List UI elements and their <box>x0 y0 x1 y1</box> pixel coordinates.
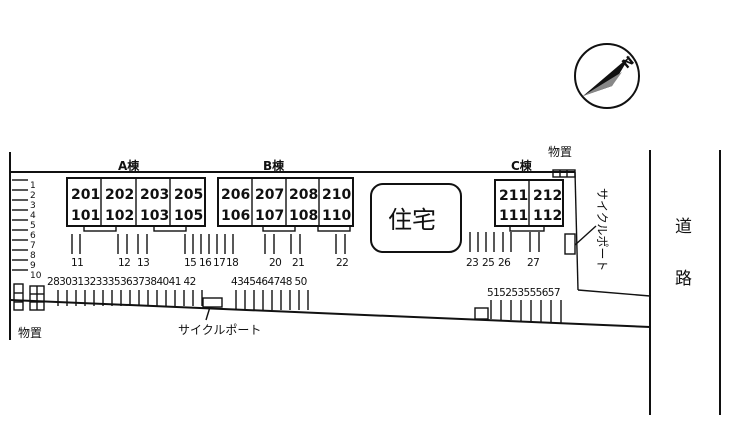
parking-7: 7 <box>30 241 36 251</box>
parking-4: 4 <box>30 211 36 221</box>
parking-10: 10 <box>30 271 42 281</box>
unit-207: 207 <box>255 187 284 203</box>
house-label: 住宅 <box>388 206 436 234</box>
unit-202: 202 <box>105 187 134 203</box>
parking-12: 12 <box>118 257 130 269</box>
parking-9: 9 <box>30 261 36 271</box>
unit-107: 107 <box>255 208 284 224</box>
parking-27: 27 <box>527 257 539 269</box>
building-c-label: C棟 <box>511 158 533 173</box>
unit-112: 112 <box>533 208 562 224</box>
unit-201: 201 <box>71 187 100 203</box>
unit-105: 105 <box>174 208 203 224</box>
cycle-port-bottom: サイクルポート <box>178 297 261 337</box>
parking-left-column: 1 2 3 4 5 6 7 8 9 10 <box>12 179 42 281</box>
parking-5: 5 <box>30 221 36 231</box>
parking-6: 6 <box>30 231 36 241</box>
unit-101: 101 <box>71 208 100 224</box>
parking-bottom-row-2: 4345464748 50 <box>231 276 309 310</box>
parking-15: 15 <box>184 257 196 269</box>
unit-110: 110 <box>322 208 351 224</box>
unit-212: 212 <box>533 188 562 204</box>
parking-17: 17 <box>213 257 225 269</box>
unit-103: 103 <box>140 208 169 224</box>
parking-13: 13 <box>137 257 149 269</box>
road-label-1: 道 <box>675 217 692 237</box>
cycle-port-bottom-label: サイクルポート <box>178 323 261 337</box>
building-c: C棟 211 111 212 112 <box>494 158 564 232</box>
parking-3: 3 <box>30 201 36 211</box>
unit-211: 211 <box>499 188 528 204</box>
storage-top: 物置 <box>548 145 576 178</box>
parking-26: 26 <box>498 257 511 269</box>
storage-top-label: 物置 <box>548 145 572 159</box>
site-boundary <box>9 150 721 415</box>
parking-front-lines <box>71 232 540 254</box>
unit-205: 205 <box>174 187 203 203</box>
house: 住宅 <box>370 183 462 253</box>
unit-203: 203 <box>140 187 169 203</box>
parking-11: 11 <box>71 257 83 269</box>
compass-label: N <box>620 54 638 72</box>
parking-1: 1 <box>30 181 36 191</box>
parking-18: 18 <box>226 257 238 269</box>
parking-21: 21 <box>292 257 304 269</box>
building-b: B棟 206 106 207 107 208 108 210 110 <box>217 158 354 232</box>
parking-43-50: 4345464748 50 <box>231 276 307 288</box>
storage-bottom-label: 物置 <box>18 326 42 340</box>
unit-106: 106 <box>221 208 250 224</box>
unit-111: 111 <box>499 208 528 224</box>
cycle-port-right: サイクルポート <box>564 188 609 271</box>
parking-28-42: 2830313233353637384041 42 <box>47 276 196 288</box>
storage-bottom: 物置 <box>13 283 45 340</box>
parking-front-numbers: 11 12 13 15 16 17 18 20 21 22 23 25 26 2… <box>71 257 540 269</box>
parking-22: 22 <box>336 257 348 269</box>
unit-206: 206 <box>221 187 250 203</box>
building-a-label: A棟 <box>118 158 140 173</box>
parking-51-57: 515253555657 <box>487 287 560 299</box>
building-a: A棟 201 101 202 102 203 103 205 105 <box>66 158 206 232</box>
road-label-2: 路 <box>675 269 692 289</box>
unit-102: 102 <box>105 208 134 224</box>
parking-bottom-row-3: 515253555657 <box>474 287 562 323</box>
cycle-port-right-label: サイクルポート <box>595 188 609 271</box>
parking-16: 16 <box>199 257 212 269</box>
compass-north-icon: N <box>574 43 640 109</box>
unit-108: 108 <box>289 208 318 224</box>
unit-210: 210 <box>322 187 351 203</box>
parking-8: 8 <box>30 251 36 261</box>
building-b-label: B棟 <box>263 158 285 173</box>
parking-bottom-row-1: 2830313233353637384041 42 <box>47 276 203 306</box>
parking-2: 2 <box>30 191 36 201</box>
parking-23: 23 <box>466 257 478 269</box>
unit-208: 208 <box>289 187 318 203</box>
parking-25: 25 <box>482 257 494 269</box>
parking-20: 20 <box>269 257 281 269</box>
